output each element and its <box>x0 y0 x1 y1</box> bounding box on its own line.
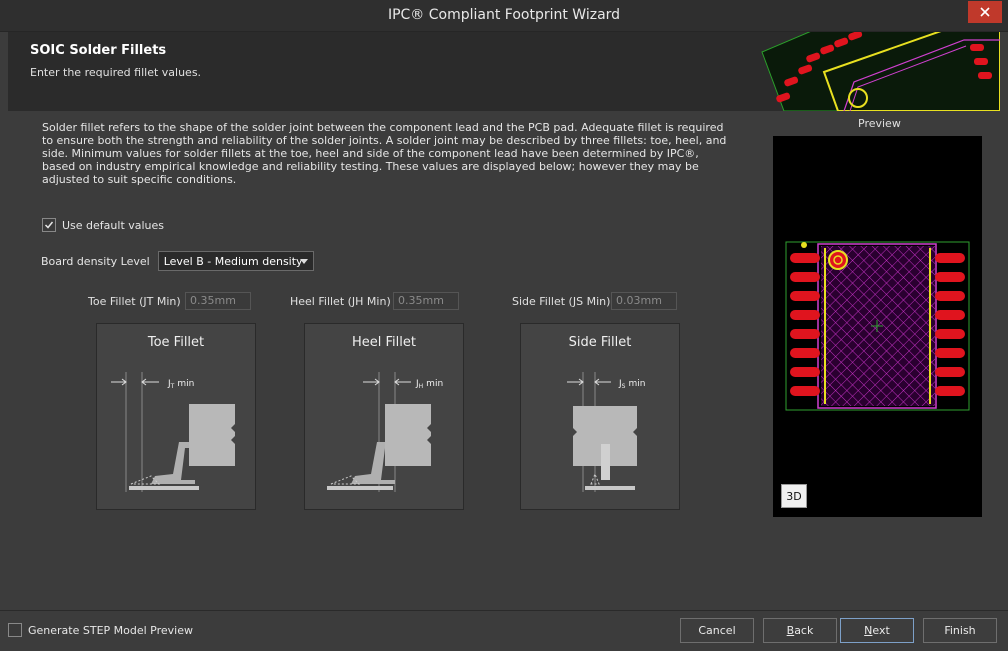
step-preview-row[interactable]: Generate STEP Model Preview <box>8 623 193 637</box>
toe-fillet-title: Toe Fillet <box>147 335 205 350</box>
wizard-header: SOIC Solder Fillets Enter the required f… <box>8 32 1000 111</box>
step-preview-label: Generate STEP Model Preview <box>28 623 193 637</box>
heel-fillet-title: Heel Fillet <box>352 335 416 350</box>
finish-button[interactable]: Finish <box>923 618 997 643</box>
step-preview-checkbox[interactable] <box>8 623 22 637</box>
view-3d-button[interactable]: 3D <box>781 484 807 508</box>
side-dim-label: J <box>618 379 622 389</box>
close-icon <box>980 7 990 17</box>
footprint-preview-canvas <box>785 241 970 411</box>
header-pcb-art <box>754 32 1000 111</box>
density-select[interactable]: Level B - Medium density <box>157 251 314 271</box>
cancel-button[interactable]: Cancel <box>680 618 754 643</box>
checkmark-icon <box>44 221 54 229</box>
side-fillet-title: Side Fillet <box>568 335 632 350</box>
density-label: Board density Level <box>41 254 150 268</box>
use-default-checkbox[interactable] <box>42 218 56 232</box>
footprint-preview[interactable]: 3D <box>773 136 982 517</box>
page-subtitle: Enter the required fillet values. <box>30 66 202 79</box>
side-fillet-input[interactable]: 0.03mm <box>611 292 677 310</box>
fillet-description: Solder fillet refers to the shape of the… <box>42 121 727 186</box>
heel-fillet-label: Heel Fillet (JH Min) <box>290 295 391 308</box>
side-fillet-label: Side Fillet (JS Min) <box>512 295 611 308</box>
preview-label: Preview <box>858 117 901 130</box>
title-bar: IPC® Compliant Footprint Wizard <box>0 0 1008 32</box>
density-value: Level B - Medium density <box>163 254 303 268</box>
chevron-down-icon <box>299 259 308 264</box>
page-title: SOIC Solder Fillets <box>30 43 167 58</box>
toe-fillet-input[interactable]: 0.35mm <box>185 292 251 310</box>
toe-fillet-label: Toe Fillet (JT Min) <box>88 295 181 308</box>
close-button[interactable] <box>968 1 1002 23</box>
toe-dim-label: J <box>167 379 171 389</box>
heel-fillet-input[interactable]: 0.35mm <box>393 292 459 310</box>
use-default-values-row[interactable]: Use default values <box>42 218 164 232</box>
density-row: Board density Level Level B - Medium den… <box>41 251 314 271</box>
use-default-label: Use default values <box>62 218 165 232</box>
content-area: Solder fillet refers to the shape of the… <box>8 111 1000 609</box>
window-title: IPC® Compliant Footprint Wizard <box>387 7 621 23</box>
heel-dim-label: J <box>415 379 419 389</box>
